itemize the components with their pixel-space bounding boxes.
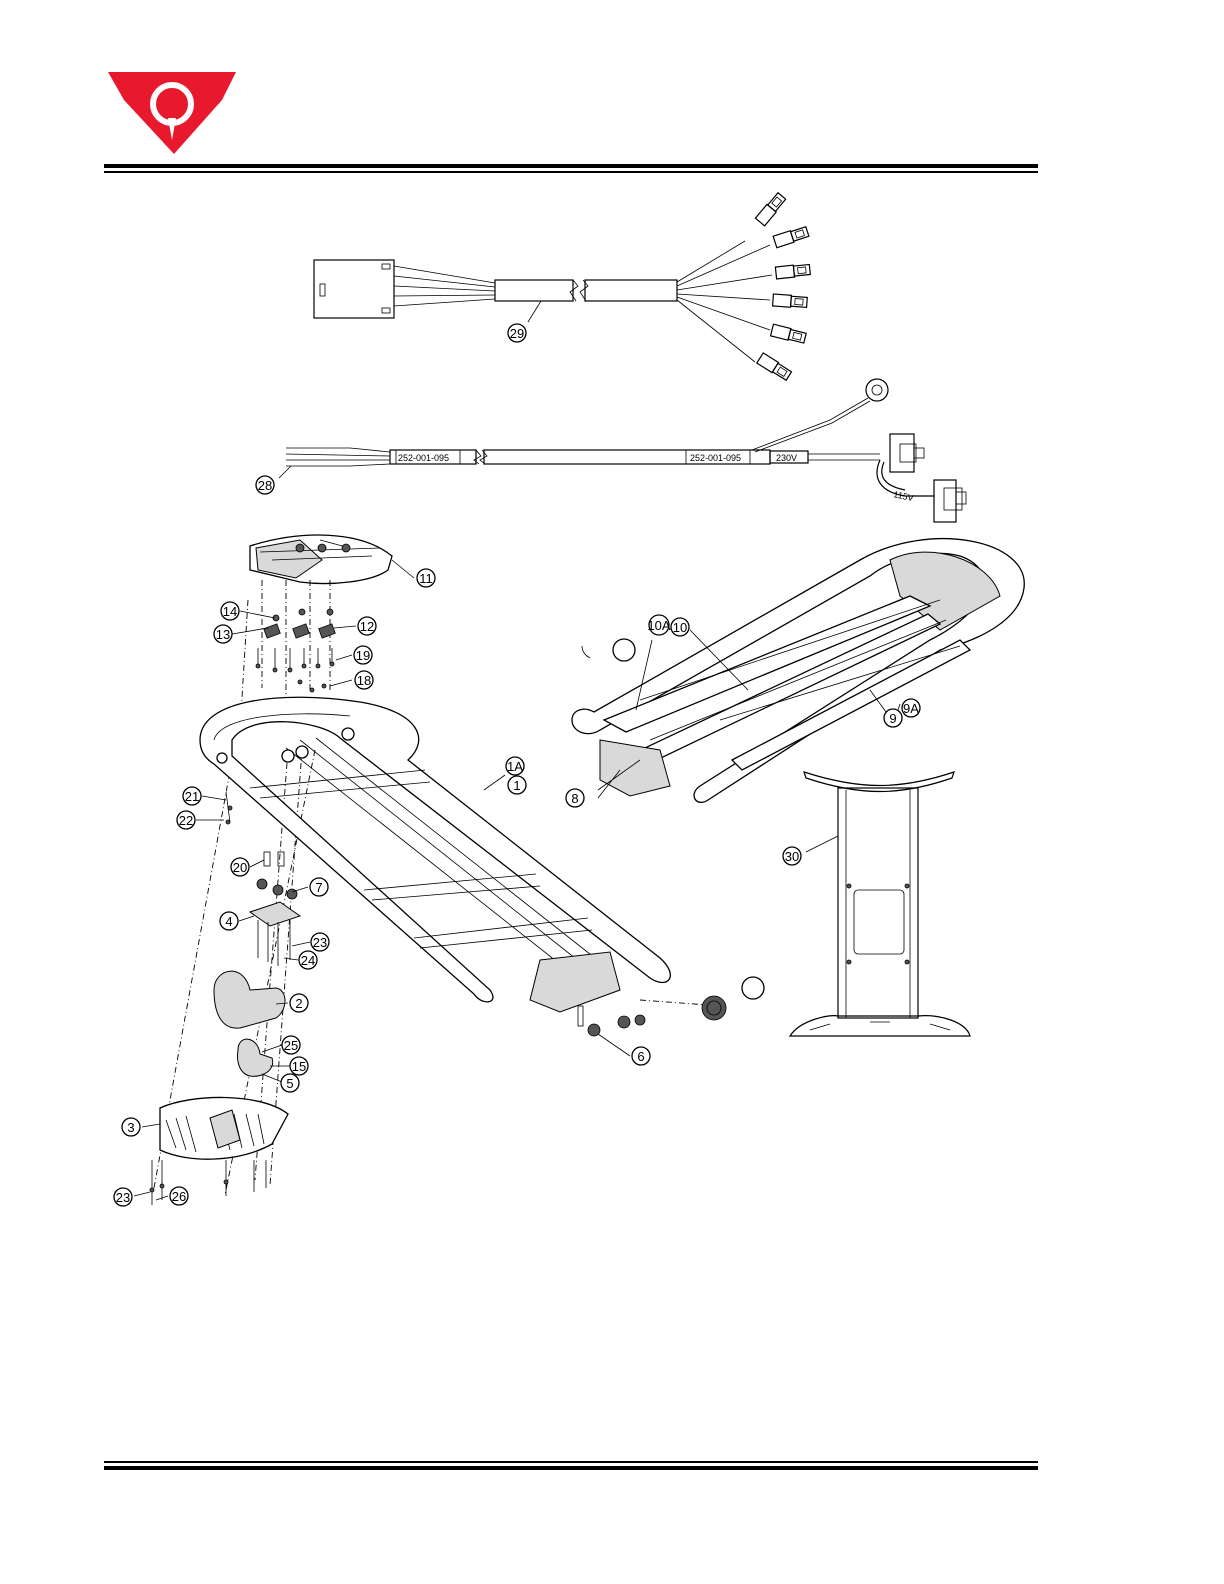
callout-9A: 9A (902, 699, 920, 717)
callout-label: 28 (258, 478, 272, 493)
callout-30: 30 (783, 847, 801, 865)
callout-6: 6 (632, 1047, 650, 1065)
hardware-parts-12-13-14-18-19 (232, 609, 356, 692)
callout-label: 1 (513, 778, 520, 793)
callout-label: 9A (903, 701, 919, 716)
callout-label: 14 (223, 604, 237, 619)
callout-21: 21 (183, 787, 201, 805)
callout-19: 19 (354, 646, 372, 664)
callout-label: 20 (233, 860, 247, 875)
callout-label: 10A (647, 618, 670, 633)
callout-label: 23 (313, 935, 327, 950)
callout-label: 1A (507, 759, 523, 774)
callout-18: 18 (355, 671, 373, 689)
cable-voltage-230: 230V (776, 453, 797, 463)
callout-label: 4 (225, 914, 232, 929)
callout-label: 25 (284, 1038, 298, 1053)
motor-cover-11 (250, 535, 414, 583)
callout-label: 9 (889, 711, 896, 726)
header-rule (104, 164, 1038, 173)
callout-label: 24 (301, 953, 315, 968)
callout-9: 9 (884, 709, 902, 727)
callout-label: 8 (571, 791, 578, 806)
callout-22: 22 (177, 811, 195, 829)
callout-20: 20 (231, 858, 249, 876)
callout-1: 1 (508, 776, 526, 794)
callout-label: 15 (292, 1059, 306, 1074)
callout-label: 5 (286, 1076, 293, 1091)
callout-5: 5 (281, 1074, 299, 1092)
cable-part-number-left: 252-001-095 (398, 453, 449, 463)
callout-29: 29 (508, 324, 526, 342)
callout-label: 21 (185, 789, 199, 804)
callout-label: 26 (172, 1189, 186, 1204)
callout-14: 14 (221, 602, 239, 620)
callout-label: 2 (295, 996, 302, 1011)
callout-25: 25 (282, 1036, 300, 1054)
terminal-connector-icons (755, 192, 810, 381)
callout-1A: 1A (506, 757, 524, 775)
callout-23: 23 (114, 1188, 132, 1206)
callout-23: 23 (311, 933, 329, 951)
callout-label: 19 (356, 648, 370, 663)
cable-voltage-115: 115V (893, 489, 915, 503)
cable-28-power-cord (279, 379, 966, 522)
callout-28: 28 (256, 476, 274, 494)
callout-label: 13 (216, 627, 230, 642)
callout-label: 18 (357, 673, 371, 688)
callout-12: 12 (358, 617, 376, 635)
base-cover-3 (134, 1097, 288, 1205)
foot-cap-6-and-plug (578, 996, 726, 1056)
callout-24: 24 (299, 951, 317, 969)
cable-29-harness (314, 192, 810, 381)
blank-callout-circle (742, 977, 764, 999)
callout-4: 4 (220, 912, 238, 930)
callout-label: 6 (637, 1049, 644, 1064)
callout-label: 11 (419, 571, 433, 586)
cable-part-number-right: 252-001-095 (690, 453, 741, 463)
brand-logo-icon (108, 72, 236, 154)
footer-rule (104, 1461, 1038, 1470)
callout-3: 3 (122, 1118, 140, 1136)
callout-2: 2 (290, 994, 308, 1012)
callout-label: 7 (315, 880, 322, 895)
callout-10A: 10A (647, 615, 670, 635)
callout-13: 13 (214, 625, 232, 643)
callout-label: 22 (179, 813, 193, 828)
callout-26: 26 (170, 1187, 188, 1205)
callout-label: 29 (510, 326, 524, 341)
assembled-rail-frame (572, 539, 1024, 803)
callout-label: 12 (360, 619, 374, 634)
callout-label: 10 (673, 620, 687, 635)
callout-8: 8 (566, 789, 584, 807)
callout-label: 3 (127, 1120, 134, 1135)
callout-label: 23 (116, 1190, 130, 1205)
callout-11: 11 (417, 569, 435, 587)
upright-column-30 (790, 772, 970, 1036)
callout-label: 30 (785, 849, 799, 864)
callout-10: 10 (671, 618, 689, 636)
callout-15: 15 (290, 1057, 308, 1075)
callout-7: 7 (310, 878, 328, 896)
blank-callout-circle (613, 639, 635, 661)
